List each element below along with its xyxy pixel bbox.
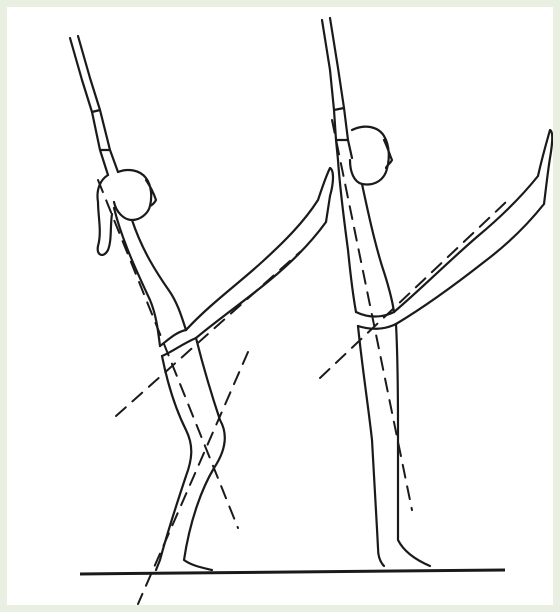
right-gymnast-head	[350, 127, 392, 185]
right-gymnast-torso	[338, 160, 394, 312]
left-gymnast-arms	[70, 36, 118, 175]
right-gymnast	[320, 18, 552, 566]
left-gymnast-leg-line	[116, 252, 300, 416]
illustration-frame	[7, 7, 553, 605]
left-gymnast-raised-leg	[186, 168, 333, 338]
right-gymnast-arms	[322, 18, 352, 160]
left-gymnast-torso	[114, 208, 186, 346]
left-gymnast-support-leg	[156, 338, 225, 570]
left-gymnast-hips	[160, 330, 196, 356]
left-gymnast-axis-line	[98, 180, 238, 528]
left-gymnast-head	[114, 170, 156, 220]
left-gymnast-support-line	[138, 352, 248, 604]
left-gymnast-hair	[97, 175, 112, 255]
right-gymnast-support-leg	[358, 324, 430, 566]
gymnast-balance-illustration	[7, 7, 553, 605]
right-gymnast-leg-line	[320, 202, 506, 378]
floor-line	[80, 570, 505, 574]
left-gymnast	[70, 36, 333, 604]
right-gymnast-raised-leg	[394, 130, 552, 324]
